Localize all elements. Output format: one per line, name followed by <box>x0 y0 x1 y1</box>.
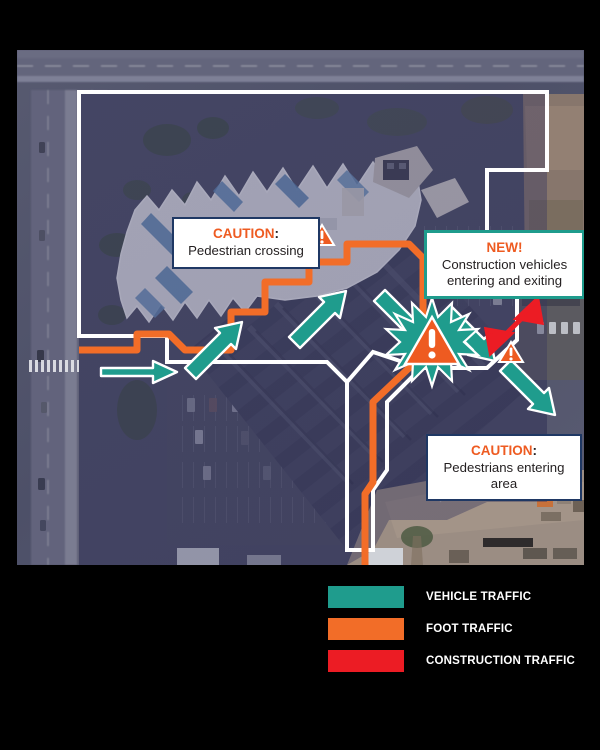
legend-swatch-foot <box>328 618 404 640</box>
legend-swatch-construction <box>328 650 404 672</box>
callout-new-construction-vehicles: NEW! Construction vehicles entering and … <box>424 230 584 300</box>
legend-label-construction: CONSTRUCTION TRAFFIC <box>426 655 576 667</box>
callout-title: NEW! <box>486 240 523 255</box>
callout-body: Construction vehicles entering and exiti… <box>441 256 568 288</box>
legend-item-vehicle-traffic: VEHICLE TRAFFIC <box>328 585 531 609</box>
aerial-map[interactable]: CAUTION: Pedestrian crossing NEW! Constr… <box>17 50 584 565</box>
callout-pedestrian-crossing: CAUTION: Pedestrian crossing <box>172 217 320 269</box>
callout-title: CAUTION: <box>213 226 279 241</box>
legend-item-foot-traffic: FOOT TRAFFIC <box>328 617 513 641</box>
callout-body: Pedestrian crossing <box>188 242 304 258</box>
callout-body: Pedestrians entering area <box>443 459 565 491</box>
callout-title: CAUTION: <box>471 443 537 458</box>
vehicle-arrow-southwest <box>183 320 244 381</box>
vehicle-arrow-midlot <box>287 289 348 350</box>
legend-label-vehicle: VEHICLE TRAFFIC <box>426 591 532 603</box>
map-legend: VEHICLE TRAFFIC FOOT TRAFFIC CONSTRUCTIO… <box>328 585 588 675</box>
vehicle-arrow-west <box>99 359 179 385</box>
legend-swatch-vehicle <box>328 586 404 608</box>
vehicle-arrow-east <box>498 358 557 417</box>
callout-pedestrians-entering: CAUTION: Pedestrians entering area <box>426 434 582 502</box>
legend-item-construction-traffic: CONSTRUCTION TRAFFIC <box>328 649 575 673</box>
legend-label-foot: FOOT TRAFFIC <box>426 623 513 635</box>
